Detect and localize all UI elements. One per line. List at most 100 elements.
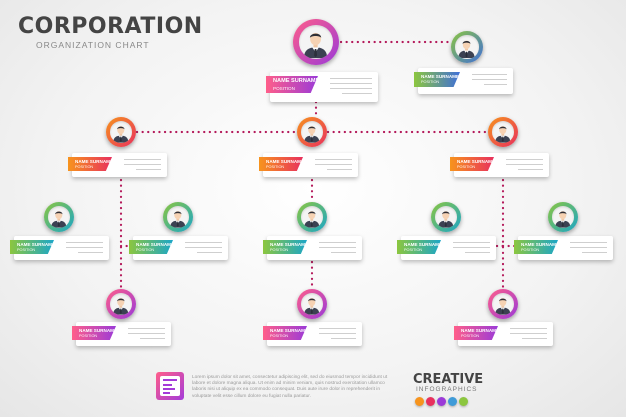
placeholder-text-line [331, 338, 356, 339]
placeholder-text-line [342, 93, 372, 94]
placeholder-text-line [570, 247, 607, 248]
placeholder-text-line [570, 242, 607, 243]
placeholder-text-line [78, 252, 103, 253]
placeholder-text-line [197, 252, 222, 253]
businessman-avatar-icon [304, 126, 320, 143]
placeholder-text-line [140, 338, 165, 339]
businessman-avatar-icon [458, 40, 476, 59]
placeholder-text-line [330, 88, 372, 89]
placeholder-text-line [66, 242, 103, 243]
node-name: NAME SURNAME [270, 242, 307, 247]
brand-title: CREATIVE [413, 372, 484, 387]
businessman-avatar-icon [438, 211, 454, 228]
placeholder-text-line [319, 333, 356, 334]
chart-title: CORPORATION [18, 14, 203, 39]
node-position: POSITION [17, 248, 36, 252]
node-name: NAME SURNAME [421, 74, 460, 79]
placeholder-text-line [185, 242, 222, 243]
placeholder-text-line [510, 333, 547, 334]
node-name: NAME SURNAME [461, 328, 498, 333]
node-position: POSITION [457, 165, 476, 169]
node-name: NAME SURNAME [457, 159, 494, 164]
color-dot [448, 397, 457, 406]
settings-list-icon [156, 372, 184, 400]
businessman-avatar-icon [304, 33, 328, 59]
color-dot [426, 397, 435, 406]
node-name: NAME SURNAME [270, 328, 307, 333]
placeholder-text-line [330, 83, 372, 84]
placeholder-text-line [453, 242, 490, 243]
businessman-avatar-icon [555, 211, 571, 228]
footer-description: Lorem ipsum dolor sit amet, consectetur … [192, 375, 388, 399]
avatar [297, 117, 327, 147]
avatar [293, 19, 339, 65]
avatar [106, 117, 136, 147]
placeholder-text-line [453, 247, 490, 248]
avatar [548, 202, 578, 232]
avatar [488, 117, 518, 147]
placeholder-text-line [128, 328, 165, 329]
node-position: POSITION [461, 334, 480, 338]
placeholder-text-line [518, 169, 543, 170]
color-dot [437, 397, 446, 406]
businessman-avatar-icon [113, 298, 129, 315]
node-position: POSITION [75, 165, 94, 169]
node-name: NAME SURNAME [266, 159, 303, 164]
placeholder-text-line [128, 333, 165, 334]
businessman-avatar-icon [51, 211, 67, 228]
node-position: POSITION [270, 248, 289, 252]
avatar [297, 202, 327, 232]
placeholder-text-line [330, 78, 372, 79]
businessman-avatar-icon [495, 298, 511, 315]
placeholder-text-line [124, 164, 161, 165]
chart-subtitle: ORGANIZATION CHART [36, 40, 150, 50]
placeholder-text-line [522, 338, 547, 339]
businessman-avatar-icon [304, 211, 320, 228]
avatar [44, 202, 74, 232]
avatar [106, 289, 136, 319]
node-position: POSITION [521, 248, 540, 252]
color-dot [415, 397, 424, 406]
node-position: POSITION [273, 85, 295, 91]
avatar [488, 289, 518, 319]
businessman-avatar-icon [304, 298, 320, 315]
businessman-avatar-icon [113, 126, 129, 143]
avatar [163, 202, 193, 232]
placeholder-text-line [327, 169, 352, 170]
node-name: NAME SURNAME [273, 78, 318, 84]
placeholder-text-line [472, 79, 507, 80]
placeholder-text-line [582, 252, 607, 253]
node-position: POSITION [79, 334, 98, 338]
placeholder-text-line [185, 247, 222, 248]
placeholder-text-line [331, 252, 356, 253]
placeholder-text-line [506, 159, 543, 160]
placeholder-text-line [465, 252, 490, 253]
brand-subtitle: INFOGRAPHICS [416, 386, 478, 393]
node-name: NAME SURNAME [75, 159, 112, 164]
node-position: POSITION [270, 334, 289, 338]
color-dot [459, 397, 468, 406]
node-name: NAME SURNAME [79, 328, 116, 333]
node-name: NAME SURNAME [136, 242, 173, 247]
placeholder-text-line [484, 84, 507, 85]
